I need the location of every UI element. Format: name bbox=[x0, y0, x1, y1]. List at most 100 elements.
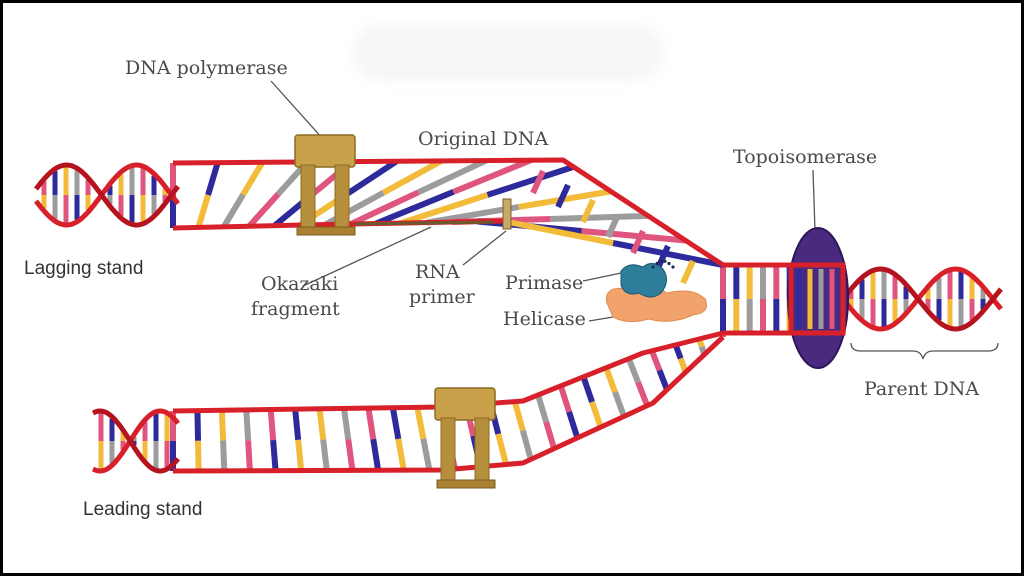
leader-topoisomerase bbox=[812, 169, 816, 232]
base-pair bbox=[346, 158, 399, 196]
base-pair bbox=[581, 227, 686, 244]
polymerase-leg bbox=[334, 164, 350, 228]
base-pair bbox=[381, 158, 443, 196]
base-pair bbox=[370, 438, 382, 471]
base-pair bbox=[417, 157, 488, 196]
base-pair bbox=[316, 408, 327, 440]
polymerase-leg bbox=[300, 164, 316, 228]
label-original-dna: Original DNA bbox=[418, 128, 549, 150]
base bbox=[680, 259, 696, 285]
base-pair bbox=[566, 410, 581, 439]
polymerase-top bbox=[434, 387, 496, 421]
base-pair bbox=[195, 194, 211, 229]
backbone-strand bbox=[172, 330, 724, 414]
leader-dna-polymerase bbox=[270, 80, 324, 140]
polymerase-base bbox=[436, 479, 496, 489]
topoisomerase-strand bbox=[788, 262, 846, 336]
base-pair bbox=[535, 394, 549, 423]
base-pair bbox=[580, 375, 595, 403]
base bbox=[580, 198, 596, 224]
base-pair bbox=[240, 160, 266, 197]
base-pair bbox=[543, 420, 557, 450]
primase-dot bbox=[667, 261, 671, 266]
base-pair bbox=[550, 212, 649, 222]
base-pair bbox=[374, 189, 455, 227]
parent-dna-bracket bbox=[850, 342, 999, 360]
leader-primase bbox=[582, 272, 622, 282]
base-pair bbox=[635, 381, 651, 407]
leader-okazaki bbox=[302, 226, 432, 287]
left-upper-helix bbox=[34, 162, 180, 228]
base-pair bbox=[218, 410, 227, 441]
base-pair bbox=[270, 439, 279, 471]
backbone-strand bbox=[172, 335, 725, 474]
helix-strand bbox=[34, 162, 180, 228]
unpaired-bases-upper bbox=[530, 169, 696, 285]
base-pair bbox=[195, 440, 202, 471]
label-topoisomerase: Topoisomerase bbox=[733, 146, 878, 168]
base-pair bbox=[320, 439, 330, 471]
base-pair bbox=[295, 439, 305, 471]
primase-icon bbox=[620, 263, 667, 298]
base-pair bbox=[420, 438, 433, 471]
base-pair bbox=[612, 240, 724, 268]
polymerase-leg bbox=[474, 417, 490, 481]
base-pair bbox=[194, 410, 202, 441]
helix-strand bbox=[34, 162, 180, 228]
primase-dot bbox=[659, 259, 663, 263]
base-pair bbox=[511, 400, 526, 432]
label-okazaki-line1: Okazaki bbox=[261, 273, 339, 295]
polymerase-leg bbox=[440, 417, 456, 481]
base bbox=[630, 229, 646, 255]
base-pair bbox=[414, 406, 427, 440]
rna-primer bbox=[502, 198, 512, 230]
label-okazaki-line2: fragment bbox=[251, 298, 340, 320]
base-pair bbox=[246, 192, 281, 229]
blurred-title-area bbox=[353, 25, 663, 81]
primase-dot bbox=[663, 259, 667, 263]
base-pair bbox=[292, 408, 302, 441]
base-pair bbox=[626, 357, 641, 384]
dna-polymerase-icon bbox=[294, 134, 356, 236]
base-pair bbox=[341, 408, 352, 440]
label-primase: Primase bbox=[505, 272, 584, 294]
base-pair bbox=[656, 369, 670, 391]
base-pair bbox=[267, 409, 277, 441]
base-pair bbox=[589, 401, 604, 429]
left-lower-helix bbox=[91, 408, 180, 474]
base-pair bbox=[612, 391, 627, 418]
base bbox=[605, 213, 621, 239]
base-pair bbox=[245, 440, 253, 471]
helix-strand bbox=[841, 266, 1003, 332]
base-pair bbox=[395, 438, 407, 471]
base-pair bbox=[220, 440, 228, 471]
leader-rna-primer bbox=[462, 230, 507, 266]
label-parent-dna: Parent DNA bbox=[864, 378, 980, 400]
helix-strand bbox=[91, 408, 180, 474]
label-leading-strand: Leading stand bbox=[83, 499, 203, 520]
base-pair bbox=[486, 163, 575, 198]
base-pair bbox=[389, 407, 402, 440]
base-pair bbox=[649, 349, 663, 372]
polymerase-base bbox=[296, 226, 356, 236]
label-helicase: Helicase bbox=[503, 308, 586, 330]
diagram-frame: DNA polymerase Original DNA Topoisomeras… bbox=[3, 3, 1021, 573]
base-pair bbox=[400, 192, 489, 226]
base-pair bbox=[557, 384, 572, 413]
dna-replication-diagram bbox=[34, 80, 1003, 489]
dna-polymerase-icon bbox=[434, 387, 496, 489]
helix-strand bbox=[841, 266, 1003, 332]
label-lagging-strand: Lagging stand bbox=[24, 258, 144, 279]
label-rna-line1: RNA bbox=[415, 261, 460, 283]
base-pair bbox=[495, 433, 509, 466]
base-pair bbox=[349, 189, 420, 227]
base-pair bbox=[603, 366, 618, 394]
base bbox=[530, 169, 546, 195]
right-parent-helix bbox=[841, 266, 1003, 332]
label-dna-polymerase: DNA polymerase bbox=[125, 57, 288, 79]
polymerase-top bbox=[294, 134, 356, 168]
base-pair bbox=[519, 429, 534, 461]
base-pair bbox=[502, 218, 614, 246]
primase-dot bbox=[671, 265, 675, 269]
base-pair bbox=[243, 409, 252, 441]
